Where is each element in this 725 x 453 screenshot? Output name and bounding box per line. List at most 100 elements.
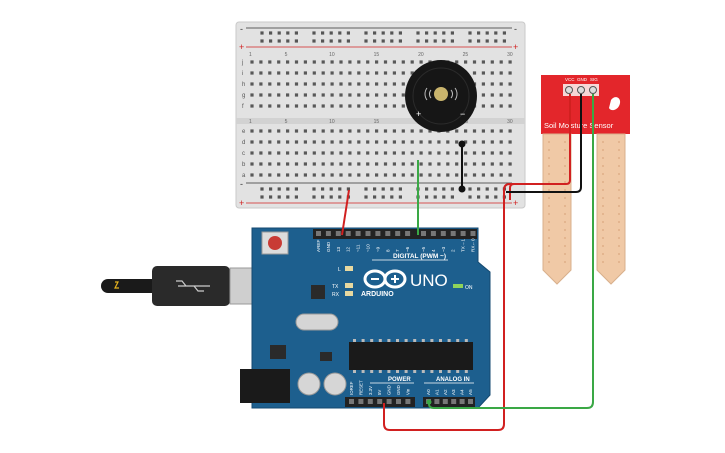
- wire-sensor-vcc[interactable]: [509, 94, 571, 200]
- analog-pin-hole: [442, 399, 448, 404]
- terminal-hole: [383, 82, 388, 86]
- terminal-hole: [294, 151, 299, 155]
- prong-dot: [548, 189, 550, 191]
- terminal-hole: [375, 151, 379, 155]
- digital-pin-label: ~5: [421, 246, 426, 252]
- power-pin-hole: [386, 399, 392, 404]
- rail-hole: [346, 187, 350, 191]
- terminal-hole: [383, 129, 388, 133]
- rail-hole: [294, 39, 298, 43]
- terminal-hole: [348, 140, 352, 144]
- chip-pin: [396, 370, 399, 373]
- prong-dot: [548, 181, 550, 183]
- digital-pin-hole: [365, 231, 371, 236]
- wire-sensor-sig-to-a0[interactable]: [428, 94, 594, 409]
- terminal-hole: [366, 82, 370, 86]
- terminal-hole: [464, 60, 468, 64]
- rail-hole: [442, 39, 446, 43]
- pin-gnd[interactable]: [577, 86, 585, 94]
- prong-dot: [602, 197, 604, 199]
- terminal-hole: [481, 151, 485, 155]
- reset-button[interactable]: [268, 236, 282, 250]
- rail-hole: [494, 195, 498, 199]
- chip-pin: [439, 339, 442, 342]
- analog-pin-hole: [434, 399, 440, 404]
- terminal-hole: [286, 140, 290, 144]
- terminal-hole: [490, 151, 494, 155]
- terminal-hole: [357, 71, 361, 75]
- terminal-hole: [312, 71, 316, 75]
- wire-sensor-gnd[interactable]: [506, 94, 582, 193]
- piezo-buzzer[interactable]: + −: [405, 60, 477, 132]
- terminal-hole: [375, 93, 379, 97]
- row-letter: j: [241, 60, 243, 66]
- wire-gnd-arduino-to-rail[interactable]: [341, 189, 350, 236]
- terminal-hole: [259, 71, 263, 75]
- terminal-hole: [392, 151, 396, 155]
- prong-dot: [602, 213, 604, 215]
- rail-hole: [373, 195, 377, 199]
- sound-wave-icon: [424, 87, 458, 101]
- terminal-hole: [455, 60, 459, 64]
- terminal-hole: [348, 173, 352, 177]
- digital-header-label: DIGITAL (PWM ~): [393, 253, 446, 260]
- terminal-hole: [508, 140, 512, 144]
- terminal-hole: [481, 162, 485, 166]
- wire-end: [458, 140, 466, 148]
- row-letter: e: [242, 129, 246, 135]
- terminal-hole: [366, 129, 370, 133]
- terminal-hole: [481, 93, 485, 97]
- prong-dot: [618, 261, 620, 263]
- terminal-hole: [277, 140, 281, 144]
- prong-dot: [564, 245, 566, 247]
- rail-hole: [398, 195, 402, 199]
- terminal-hole: [481, 140, 485, 144]
- digital-pin-hole: [395, 231, 401, 236]
- digital-pin-label: ~6: [405, 246, 410, 252]
- terminal-hole: [286, 93, 290, 97]
- chip-pin: [361, 370, 365, 373]
- terminal-hole: [268, 140, 272, 144]
- column-number: 30: [507, 119, 513, 125]
- wires: [341, 94, 594, 431]
- pin-vcc[interactable]: [565, 86, 573, 94]
- terminal-hole: [286, 129, 290, 133]
- terminal-hole: [348, 151, 352, 155]
- rail-hole: [269, 31, 273, 35]
- terminal-hole: [490, 162, 494, 166]
- terminal-hole: [286, 173, 290, 177]
- prong-dot: [548, 149, 550, 151]
- rail-hole: [321, 195, 325, 199]
- rail-hole: [485, 195, 489, 199]
- terminal-hole: [464, 151, 468, 155]
- terminal-hole: [339, 71, 343, 75]
- rail-hole: [450, 195, 454, 199]
- terminal-hole: [357, 140, 361, 144]
- soil-moisture-sensor[interactable]: VCC GND SIG Soil Moisture Sensor: [541, 75, 630, 285]
- column-number: 10: [329, 52, 335, 58]
- prong-dot: [564, 173, 566, 175]
- rail-hole: [442, 187, 446, 191]
- power-jack: [240, 369, 290, 403]
- terminal-hole: [383, 140, 388, 144]
- wire-5v-to-rail[interactable]: [383, 183, 517, 431]
- prong-dot: [564, 141, 566, 143]
- terminal-hole: [250, 93, 254, 97]
- terminal-hole: [294, 140, 299, 144]
- terminal-hole: [419, 173, 423, 177]
- terminal-hole: [277, 173, 281, 177]
- terminal-hole: [490, 82, 494, 86]
- terminal-hole: [250, 82, 254, 86]
- pin-sig[interactable]: [589, 86, 597, 94]
- terminal-hole: [508, 151, 512, 155]
- chip-pin: [378, 339, 382, 342]
- terminal-hole: [375, 82, 379, 86]
- terminal-hole: [383, 60, 388, 64]
- terminal-hole: [410, 140, 414, 144]
- prong-traces: [548, 141, 620, 263]
- terminal-hole: [392, 60, 396, 64]
- prong-dot: [548, 253, 550, 255]
- terminal-hole: [259, 104, 263, 108]
- chip-pin: [421, 370, 425, 373]
